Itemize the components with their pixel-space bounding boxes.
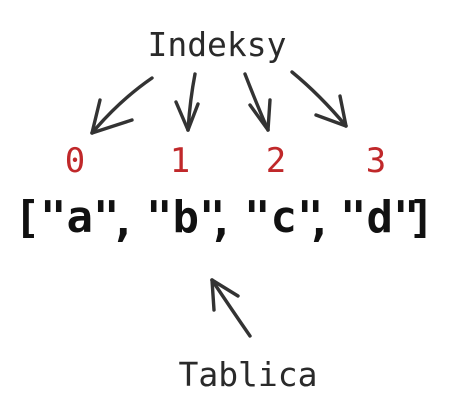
array-separator-2: , [306, 196, 333, 247]
arrow-to-index-3 [290, 70, 348, 128]
array-separator-0: , [110, 196, 137, 247]
array-literal: [ "a" , "b" , "c" , "d" ] [14, 192, 435, 247]
index-0: 0 [65, 141, 85, 181]
array-element-0: "a" [40, 192, 119, 243]
array-close-bracket: ] [408, 192, 435, 243]
index-arrows [90, 70, 348, 135]
array-arrow [210, 278, 252, 338]
array-element-2: "c" [244, 192, 323, 243]
index-2: 2 [266, 141, 286, 181]
array-element-3: "d" [340, 192, 419, 243]
arrow-to-index-2 [243, 72, 272, 132]
index-3: 3 [366, 141, 386, 181]
indices-label: Indeksy [147, 25, 286, 64]
array-open-bracket: [ [14, 192, 41, 243]
index-1: 1 [170, 141, 190, 181]
array-separator-1: , [208, 196, 235, 247]
arrow-to-index-1 [174, 72, 200, 132]
array-label: Tablica [178, 355, 317, 394]
array-element-1: "b" [146, 192, 225, 243]
index-row: 0 1 2 3 [65, 141, 386, 181]
arrow-to-index-0 [90, 76, 154, 135]
